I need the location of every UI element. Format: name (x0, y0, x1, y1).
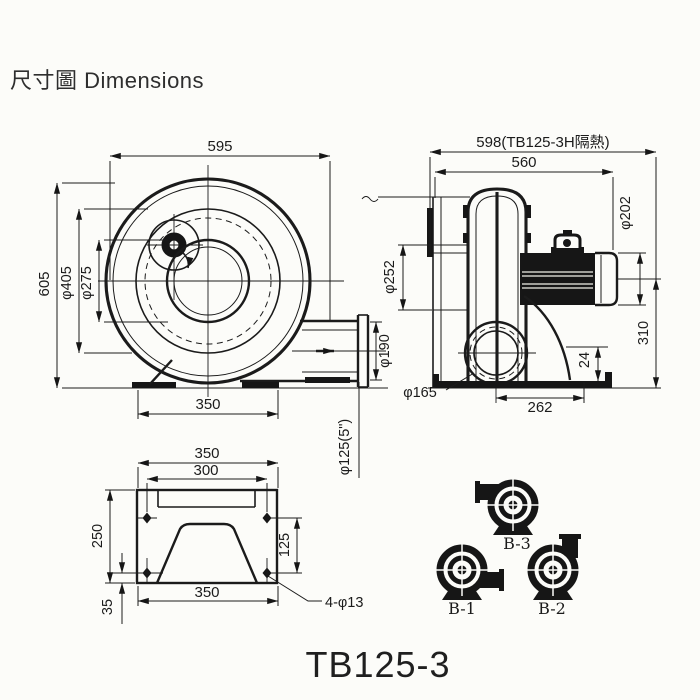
page-title: 尺寸圖 Dimensions (10, 68, 204, 93)
scroll-transition (523, 295, 572, 381)
side-view-dimensions: 598(TB125-3H隔熱) 560 φ202 φ252 310 24 262 (382, 134, 661, 416)
base-plate-outline (135, 488, 279, 585)
dim-base-depth: 250 (90, 524, 106, 548)
orientation-b2-label: B-2 (538, 599, 566, 618)
dim-front-outlet-dia: φ125(5") (337, 419, 353, 475)
orientation-icons: B-3 B-1 B-2 (436, 479, 581, 618)
saddle-cutout (155, 522, 259, 584)
dim-base-width-top: 350 (194, 445, 219, 462)
dim-base-bolt-span-d: 125 (277, 533, 293, 557)
dim-base-bolt-span-w: 300 (193, 462, 218, 479)
dim-side-overall: 560 (511, 154, 536, 171)
model-number: TB125-3 (305, 644, 450, 685)
base-view-dimensions: 350 300 250 125 350 35 4-φ13 (90, 445, 363, 624)
side-base (428, 372, 620, 389)
dim-front-outlet-flange-dia: φ190 (377, 334, 393, 368)
motor-end-cap (595, 251, 619, 307)
dim-base-width-bottom: 350 (194, 584, 219, 601)
motor (520, 230, 619, 307)
rotation-arrow (181, 251, 194, 269)
orientation-b3-label: B-3 (503, 534, 531, 553)
shaft-hub (148, 219, 200, 271)
lifting-lug (551, 230, 584, 253)
base-view: 350 300 250 125 350 35 4-φ13 (90, 445, 363, 624)
orientation-b1-label: B-1 (448, 599, 476, 618)
dim-front-base-width: 350 (195, 396, 220, 413)
scroll-housing-front (104, 177, 312, 385)
dim-front-width-top: 595 (207, 138, 232, 155)
break-mark (361, 196, 379, 202)
orientation-b1: B-1 (436, 544, 504, 618)
dim-side-base-depth: 262 (527, 399, 552, 416)
dim-side-inlet-dia: φ165 (403, 385, 437, 401)
front-base (62, 359, 388, 389)
dim-base-bolt-holes: 4-φ13 (325, 595, 363, 611)
orientation-b2: B-2 (527, 534, 581, 618)
front-view-dimensions: 595 605 φ405 φ275 φ190 350 φ125(5") (36, 138, 393, 478)
inlet-bore-front (165, 238, 251, 324)
orientation-b3: B-3 (475, 479, 539, 553)
side-view: 598(TB125-3H隔熱) 560 φ202 φ252 310 24 262 (361, 134, 661, 416)
dim-side-overall-insulated: 598(TB125-3H隔熱) (476, 134, 609, 151)
gusset (149, 359, 173, 385)
dim-side-centre-height: 310 (636, 321, 652, 345)
dim-side-base-height: 24 (577, 352, 593, 368)
dim-side-motor-dia: φ202 (618, 196, 634, 230)
scroll-housing-side (463, 187, 531, 388)
dim-base-edge-offset: 35 (100, 599, 116, 615)
front-view: 595 605 φ405 φ275 φ190 350 φ125(5") (36, 138, 393, 478)
dim-front-flange-dia: φ405 (59, 266, 75, 300)
dim-side-housing-width: φ252 (382, 260, 398, 294)
outlet-duct-front (240, 314, 386, 388)
dim-front-height: 605 (36, 271, 53, 296)
dim-front-inlet-dia: φ275 (79, 266, 95, 300)
